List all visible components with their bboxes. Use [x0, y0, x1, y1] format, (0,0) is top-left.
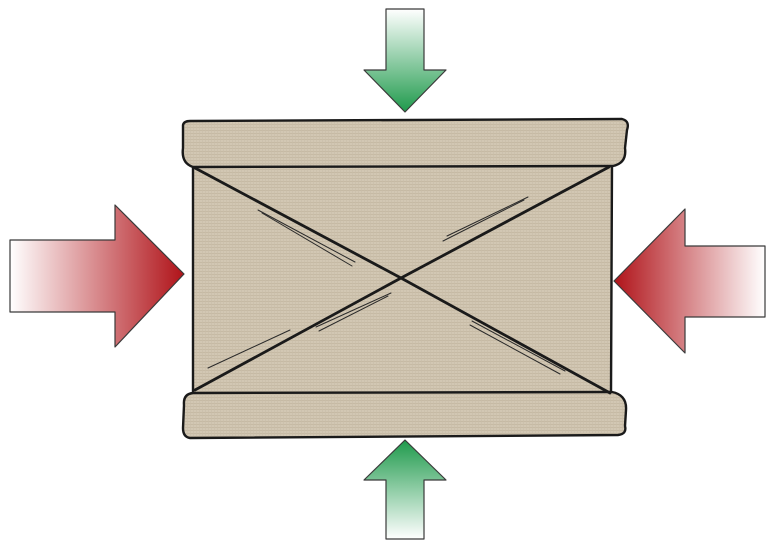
arrow-left-icon: [614, 209, 765, 353]
fabric-top-roll: [183, 119, 628, 167]
arrow-right-icon: [10, 205, 184, 347]
fabric-bottom-roll: [183, 392, 626, 438]
arrow-up-icon: [364, 440, 446, 539]
fabric-panel: [183, 119, 628, 438]
arrow-down-icon: [364, 9, 446, 112]
